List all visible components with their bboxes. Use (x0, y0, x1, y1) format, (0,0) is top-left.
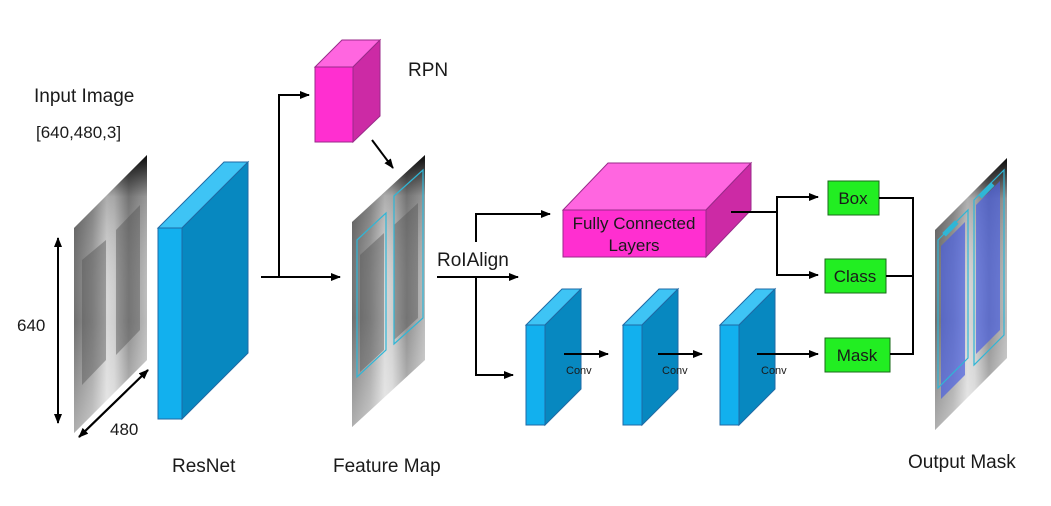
mask-head: Mask (824, 337, 891, 373)
output-mask-image (935, 158, 1007, 430)
input-xray-image (74, 155, 147, 433)
roialign-to-conv-arrow (475, 277, 514, 379)
rpn-label: RPN (408, 60, 448, 81)
class-head-label: Class (834, 267, 877, 286)
roialign-to-fc-arrow (475, 210, 551, 242)
width-dimension-arrow-back (78, 369, 149, 438)
fully-connected-block (561, 161, 753, 259)
conv-block-1 (524, 287, 583, 427)
height-dimension-label: 640 (17, 316, 45, 335)
rpn-to-featuremap-arrow (371, 139, 394, 169)
mask-head-label: Mask (837, 346, 878, 365)
resnet-to-rpn-arrow (278, 91, 310, 277)
resnet-label: ResNet (172, 456, 236, 477)
right-lung-mask (976, 181, 1000, 354)
rpn-block (313, 38, 382, 144)
conv-block-2 (621, 287, 680, 427)
fc-label-line1: Fully Connected (573, 214, 696, 233)
box-head-label: Box (838, 189, 868, 208)
conv-label-3: Conv (761, 365, 787, 377)
fc-label-line2: Layers (608, 236, 659, 255)
conv-label-2: Conv (662, 365, 688, 377)
resnet-block (156, 160, 250, 421)
class-head: Class (824, 258, 887, 294)
roi-box-left (356, 211, 387, 379)
roialign-label: RoIAlign (437, 250, 509, 271)
width-dimension-label: 480 (110, 420, 138, 439)
conv-block-3 (718, 287, 777, 427)
input-image-shape: [640,480,3] (36, 123, 121, 142)
roi-box-right (393, 168, 424, 346)
feature-map-image (352, 155, 425, 427)
box-head: Box (827, 180, 880, 216)
input-image-title: Input Image (34, 86, 134, 107)
left-lung-mask (941, 222, 965, 399)
output-mask-label: Output Mask (908, 452, 1016, 473)
feature-map-label: Feature Map (333, 456, 441, 477)
conv-label-1: Conv (566, 365, 592, 377)
